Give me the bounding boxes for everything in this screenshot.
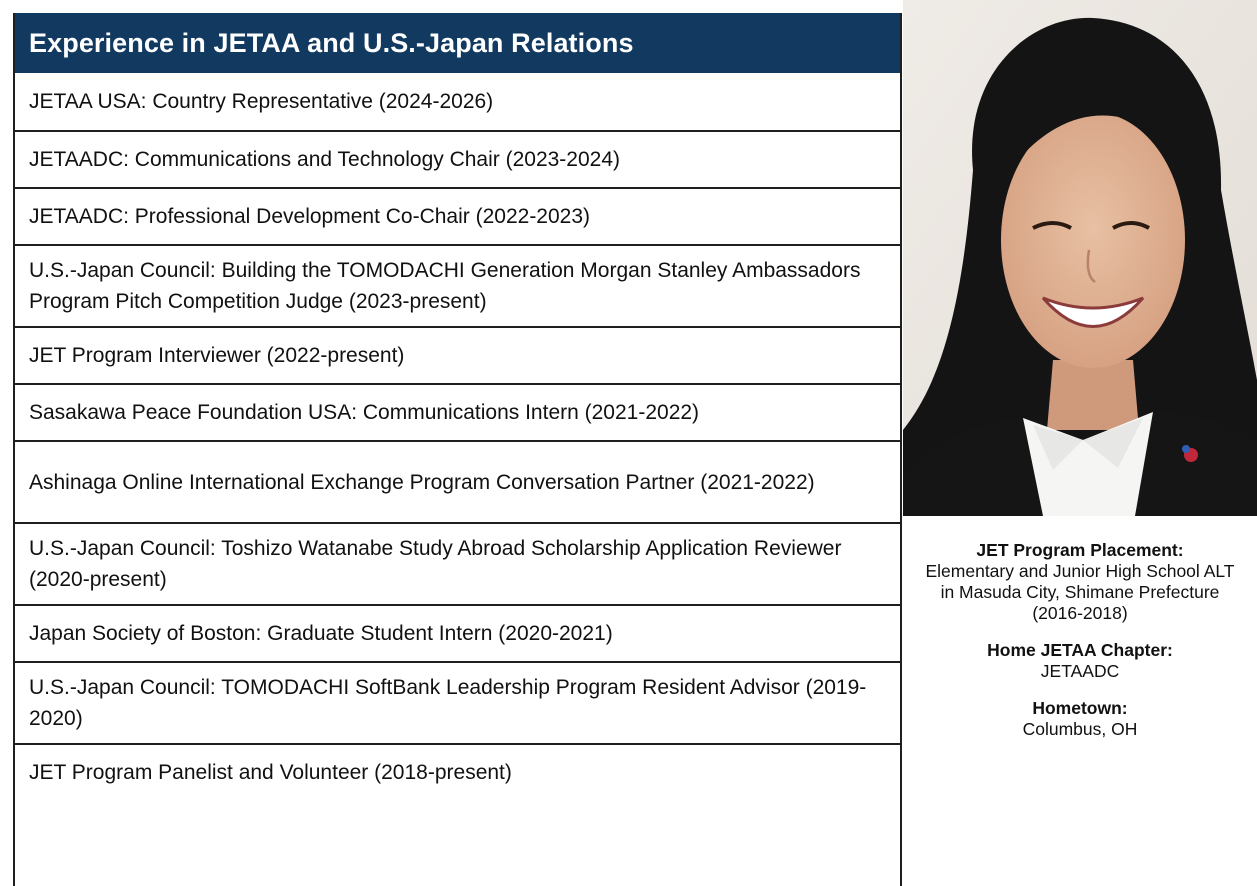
- experience-table: Experience in JETAA and U.S.-Japan Relat…: [13, 13, 902, 886]
- table-row: Japan Society of Boston: Graduate Studen…: [15, 604, 900, 661]
- table-row: JET Program Panelist and Volunteer (2018…: [15, 743, 900, 800]
- placement-value: Elementary and Junior High School ALT in…: [925, 561, 1235, 623]
- chapter-label: Home JETAA Chapter:: [987, 640, 1173, 660]
- placement-label: JET Program Placement:: [976, 540, 1184, 560]
- table-row: U.S.-Japan Council: TOMODACHI SoftBank L…: [15, 661, 900, 743]
- table-row: JETAA USA: Country Representative (2024-…: [29, 90, 494, 113]
- table-row: JETAADC: Communications and Technology C…: [15, 130, 900, 187]
- profile-photo: [903, 0, 1257, 516]
- hometown-value: Columbus, OH: [1022, 719, 1138, 739]
- table-header: Experience in JETAA and U.S.-Japan Relat…: [15, 13, 900, 73]
- placement-block: JET Program Placement: Elementary and Ju…: [903, 540, 1257, 624]
- table-row: JET Program Interviewer (2022-present): [15, 326, 900, 383]
- chapter-value: JETAADC: [1040, 661, 1120, 681]
- profile-info: JET Program Placement: Elementary and Ju…: [903, 540, 1257, 756]
- hometown-label: Hometown:: [1032, 698, 1128, 718]
- table-row: Ashinaga Online International Exchange P…: [15, 440, 900, 522]
- table-row: Sasakawa Peace Foundation USA: Communica…: [15, 383, 900, 440]
- table-row: U.S.-Japan Council: Toshizo Watanabe Stu…: [15, 522, 900, 604]
- chapter-block: Home JETAA Chapter: JETAADC: [903, 640, 1257, 682]
- table-row: U.S.-Japan Council: Building the TOMODAC…: [15, 244, 900, 326]
- hometown-block: Hometown: Columbus, OH: [903, 698, 1257, 740]
- table-row: JETAADC: Professional Development Co-Cha…: [15, 187, 900, 244]
- section-title: Experience in JETAA and U.S.-Japan Relat…: [29, 27, 634, 58]
